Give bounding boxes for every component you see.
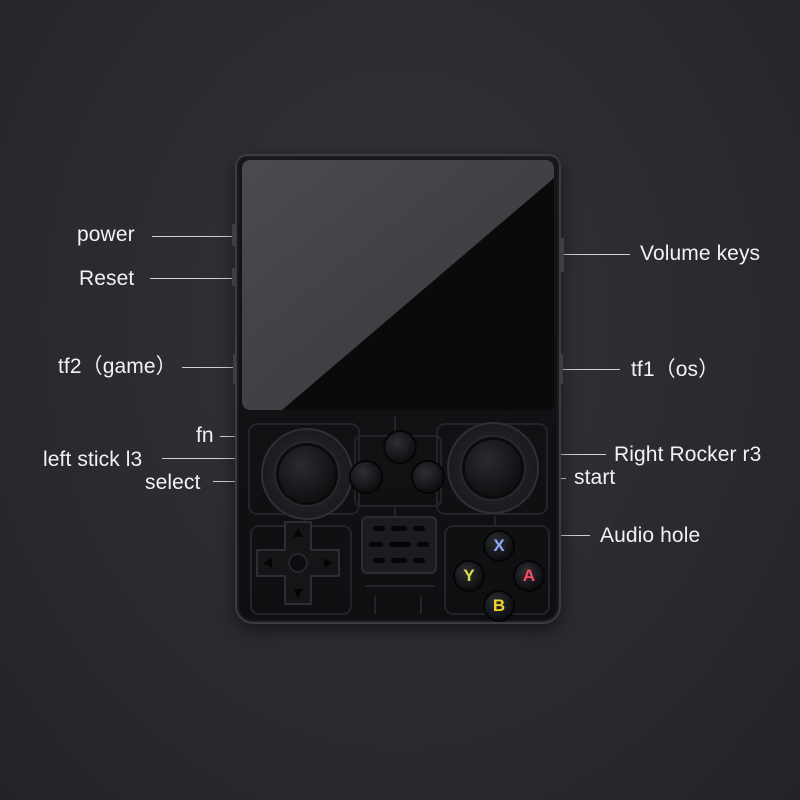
reset-button[interactable] <box>232 268 236 286</box>
start-button[interactable] <box>413 462 443 492</box>
leader-reset <box>150 278 234 279</box>
a-button[interactable]: A <box>515 562 543 590</box>
b-button[interactable]: B <box>485 592 513 620</box>
label-tf2: tf2（game） <box>58 355 177 378</box>
right-rocker-r3[interactable] <box>465 440 521 496</box>
label-select: select <box>145 471 201 494</box>
fn-button[interactable] <box>385 432 415 462</box>
audio-hole-speaker <box>361 516 437 574</box>
handheld-console: X Y A B <box>232 154 564 624</box>
label-power: power <box>77 223 135 246</box>
screen-reflection <box>242 160 554 410</box>
tf2-slot <box>233 354 236 384</box>
leader-tf2 <box>182 367 234 368</box>
leader-tf1 <box>563 369 620 370</box>
label-reset: Reset <box>79 267 135 290</box>
volume-keys[interactable] <box>560 238 564 272</box>
y-button[interactable]: Y <box>455 562 483 590</box>
label-left-stick: left stick l3 <box>43 448 143 471</box>
dpad[interactable] <box>253 518 343 608</box>
display-screen <box>242 160 554 410</box>
a-button-label: A <box>522 566 536 585</box>
x-button-label: X <box>493 536 505 555</box>
label-volume-keys: Volume keys <box>640 242 761 265</box>
label-start: start <box>574 466 616 489</box>
label-right-rocker: Right Rocker r3 <box>614 443 762 466</box>
leader-volume-keys <box>563 254 630 255</box>
leader-left-stick <box>162 458 277 459</box>
leader-power <box>152 236 234 237</box>
select-button[interactable] <box>351 462 381 492</box>
b-button-label: B <box>492 596 506 615</box>
tf1-slot <box>560 354 563 384</box>
controls-area: X Y A B <box>245 416 551 620</box>
leader-right-rocker <box>528 454 606 455</box>
label-audio-hole: Audio hole <box>600 524 701 547</box>
x-button[interactable]: X <box>485 532 513 560</box>
label-fn: fn <box>196 424 214 447</box>
label-tf1: tf1（os） <box>631 358 720 381</box>
y-button-label: Y <box>463 566 475 585</box>
left-stick-l3[interactable] <box>279 446 335 502</box>
power-button[interactable] <box>232 224 236 246</box>
